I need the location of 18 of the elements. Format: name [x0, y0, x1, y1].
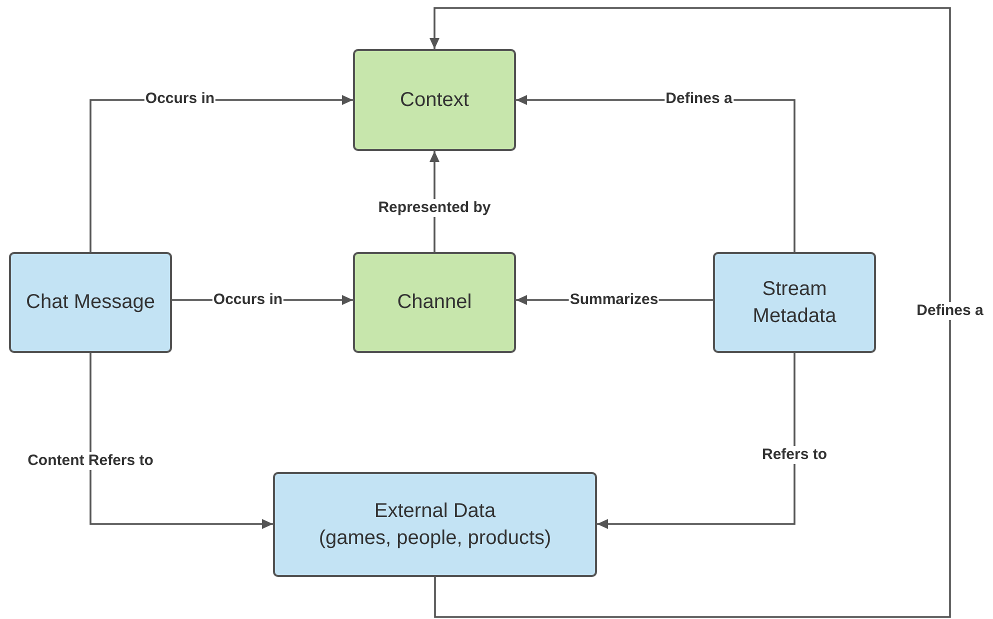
arrow: [430, 7, 951, 618]
edge-label: Content Refers to: [26, 452, 154, 470]
node-label: Chat Message: [26, 290, 155, 315]
process-box: [353, 252, 516, 353]
node-label: Stream Metadata: [752, 276, 838, 328]
process-box: [9, 252, 172, 353]
node-label: Channel: [397, 290, 472, 315]
node-label: Context: [400, 88, 469, 112]
node-label: (games, people, products): [318, 526, 552, 550]
process-box: [273, 472, 597, 577]
process-box: [713, 252, 876, 353]
edge-label: Defines a: [916, 302, 984, 320]
node-label: External Data: [374, 498, 496, 524]
process-box: [353, 49, 516, 151]
edge-label: Represented by: [377, 199, 492, 217]
edge-label: Refers to: [760, 446, 828, 464]
arrow: [597, 353, 796, 529]
arrow: [90, 353, 273, 529]
